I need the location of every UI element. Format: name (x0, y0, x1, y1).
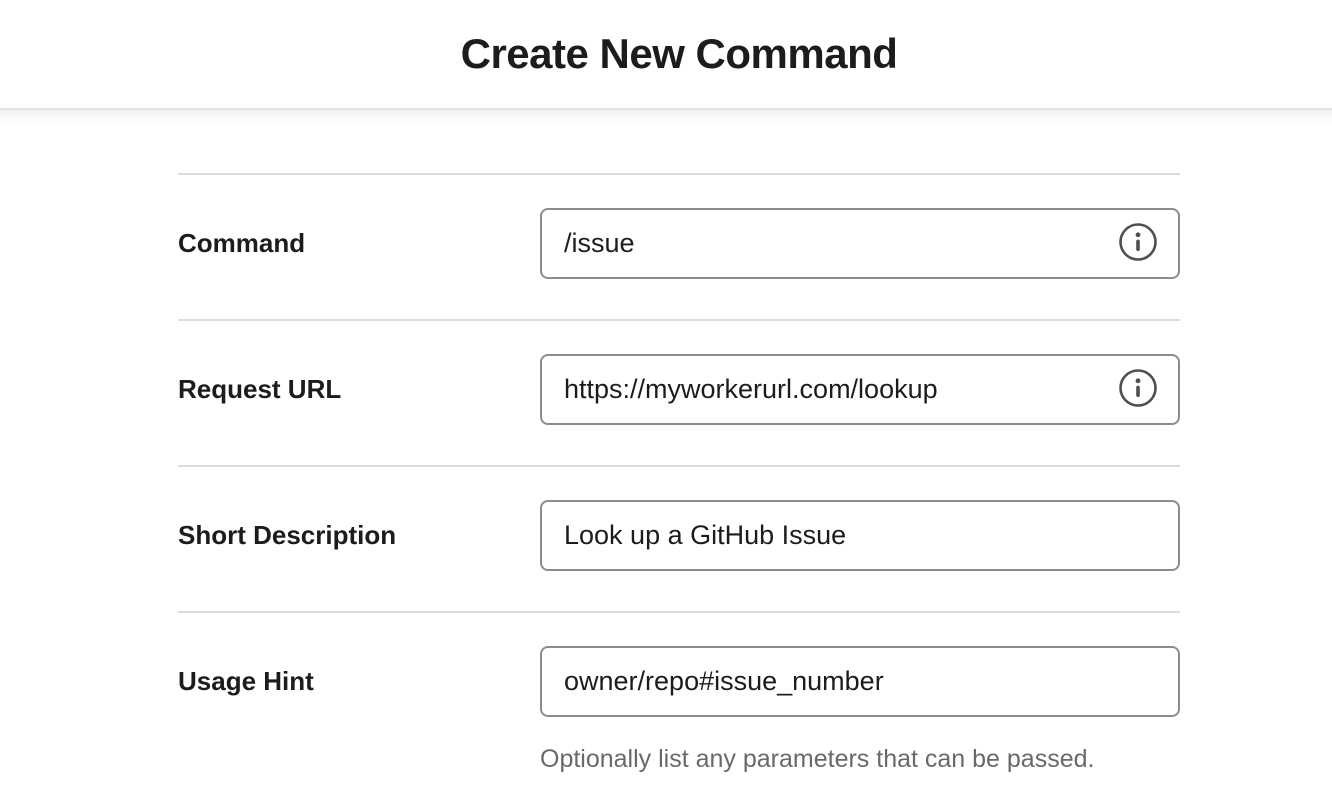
field-row-command: Command (178, 173, 1180, 319)
page-title: Create New Command (460, 30, 898, 77)
request-url-info-button[interactable] (1116, 367, 1160, 411)
command-input[interactable] (540, 208, 1180, 279)
usage-hint-helper-text: Optionally list any parameters that can … (540, 745, 1095, 773)
command-input-wrap (540, 208, 1180, 279)
short-description-label: Short Description (178, 520, 397, 550)
field-row-short-description: Short Description (178, 465, 1180, 611)
field-row-request-url: Request URL (178, 319, 1180, 465)
modal-header: Create New Command (0, 0, 1332, 124)
create-command-form: Command Request URL (178, 173, 1180, 810)
request-url-input[interactable] (540, 354, 1180, 425)
info-icon (1117, 367, 1159, 412)
usage-hint-label: Usage Hint (178, 666, 314, 696)
short-description-input-wrap (540, 500, 1180, 571)
request-url-input-wrap (540, 354, 1180, 425)
short-description-input[interactable] (540, 500, 1180, 571)
usage-hint-input-wrap: Optionally list any parameters that can … (540, 646, 1180, 774)
command-info-button[interactable] (1116, 221, 1160, 265)
field-row-usage-hint: Usage Hint Optionally list any parameter… (178, 611, 1180, 810)
command-label: Command (178, 228, 306, 258)
request-url-label: Request URL (178, 374, 342, 404)
info-icon (1117, 221, 1159, 266)
usage-hint-input[interactable] (540, 646, 1180, 717)
